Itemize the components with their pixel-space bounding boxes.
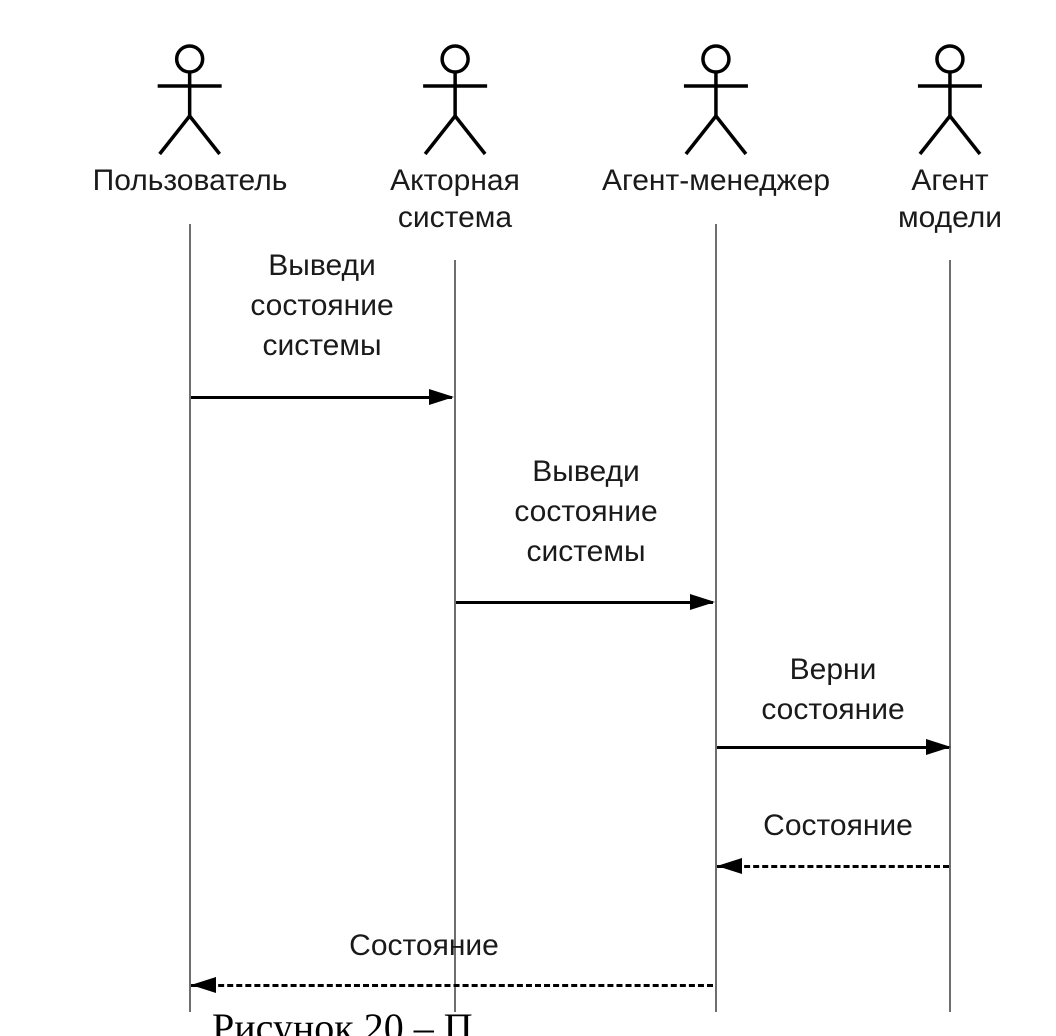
actor-label: Акторная система <box>390 164 520 234</box>
actor-label: Пользователь <box>92 164 288 197</box>
message-label: Состояние <box>349 929 499 962</box>
arrow-line <box>717 865 949 868</box>
arrowhead-right-icon <box>429 389 454 405</box>
arrow-line <box>456 601 713 604</box>
arrowhead-left-icon <box>191 977 216 993</box>
arrowhead-left-icon <box>717 858 742 874</box>
message-label: Верни состояние <box>761 653 905 726</box>
person-icon <box>423 44 487 156</box>
lifeline-agent-manager <box>715 224 717 1012</box>
actor-label: Агент модели <box>897 164 1003 234</box>
arrow-line <box>717 746 949 749</box>
lifeline-actor-system <box>454 260 456 1012</box>
actor-model-agent: Агент модели <box>898 44 1002 236</box>
lifeline-user <box>189 224 191 1012</box>
actor-agent-manager: Агент-менеджер <box>602 44 830 199</box>
message-label: Выведи состояние системы <box>514 455 658 568</box>
arrow-line <box>191 984 713 987</box>
lifeline-model-agent <box>949 260 951 1012</box>
arrow-line <box>191 396 452 399</box>
arrowhead-right-icon <box>926 739 951 755</box>
figure-caption: Рисунок 20 – П <box>212 1005 473 1036</box>
message-arrow-dashed <box>191 977 715 993</box>
person-icon <box>917 44 982 156</box>
person-icon <box>158 44 222 156</box>
actor-actor-system: Акторная система <box>390 44 520 236</box>
message-arrow-solid <box>717 739 951 755</box>
actor-label: Агент-менеджер <box>601 164 831 197</box>
actor-user: Пользователь <box>92 44 288 199</box>
message-arrow-solid <box>191 389 454 405</box>
message-arrow-dashed <box>717 858 951 874</box>
person-icon <box>684 44 748 156</box>
message-label: Состояние <box>763 809 913 842</box>
message-arrow-solid <box>456 594 715 610</box>
arrowhead-right-icon <box>690 594 715 610</box>
message-label: Выведи состояние системы <box>250 249 394 362</box>
